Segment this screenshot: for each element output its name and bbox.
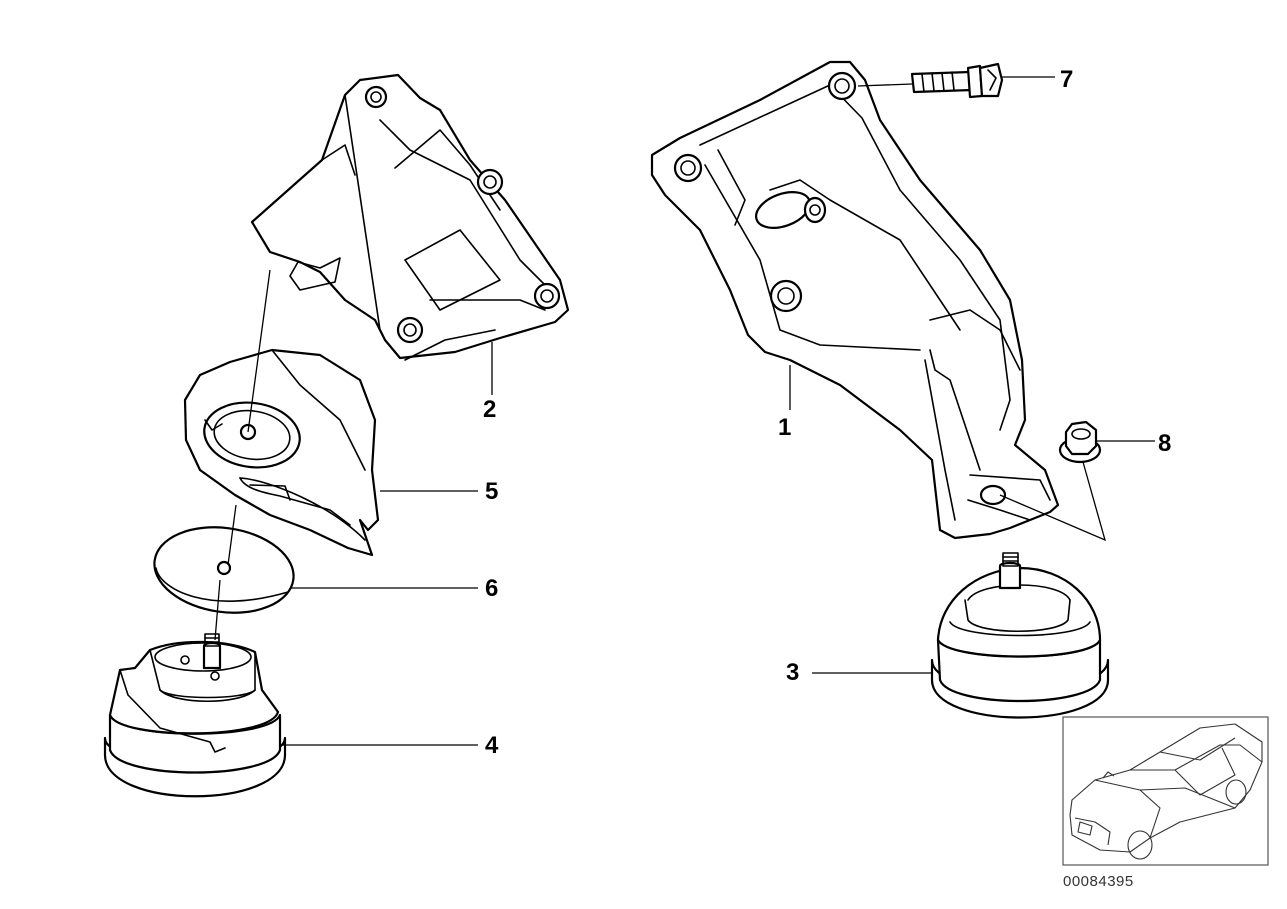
- part-4-engine-mount[interactable]: [103, 633, 287, 798]
- callout-3: 3: [786, 659, 799, 686]
- part-1-engine-bracket[interactable]: [650, 60, 1060, 540]
- part-2-engine-bracket[interactable]: [250, 73, 570, 361]
- part-5-heat-shield[interactable]: [183, 348, 380, 557]
- callout-8: 8: [1158, 430, 1171, 457]
- document-number: 00084395: [1063, 873, 1134, 890]
- callout-leader-lines: [282, 76, 1155, 746]
- car-outline-icon: [1069, 723, 1263, 860]
- part-3-engine-mount[interactable]: [930, 552, 1110, 719]
- callout-1: 1: [778, 414, 791, 441]
- callout-6: 6: [485, 575, 498, 602]
- part-7-bolt[interactable]: [910, 62, 1004, 99]
- callout-2: 2: [483, 396, 496, 423]
- callout-4: 4: [485, 732, 499, 759]
- part-6-shim-plate[interactable]: [149, 519, 299, 622]
- assembly-guide-lines: [214, 269, 271, 641]
- vehicle-thumbnail: [1062, 716, 1269, 866]
- callout-5: 5: [485, 478, 498, 505]
- part-8-nut[interactable]: [1058, 420, 1102, 464]
- callout-labels: 1 2 3 4 5 6 7 8: [483, 66, 1171, 759]
- callout-7: 7: [1060, 66, 1073, 93]
